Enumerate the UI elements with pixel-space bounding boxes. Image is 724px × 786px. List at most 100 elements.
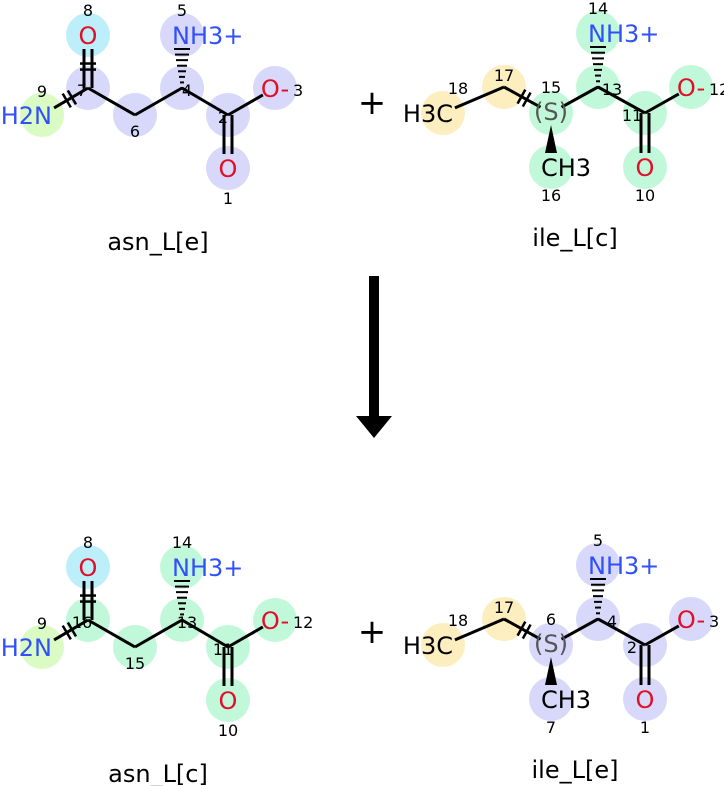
atom-C16-label: CH3 <box>541 154 591 182</box>
atom-C15-label: (S) <box>534 98 568 126</box>
atom-highlight <box>206 146 250 190</box>
atom-number: 10 <box>635 186 655 205</box>
atom-highlight <box>206 678 250 722</box>
atom-number: 4 <box>607 612 617 631</box>
atom-highlight <box>421 623 465 667</box>
bonds <box>454 46 680 153</box>
bonds <box>53 580 264 686</box>
atom-O3-label: O- <box>261 607 289 635</box>
bond-C11-O12 <box>644 624 680 647</box>
atom-C18-label: H3C <box>403 100 453 128</box>
atom-highlight <box>66 13 110 57</box>
atom-number: 6 <box>546 610 556 629</box>
atom-highlight <box>66 545 110 589</box>
atom-O12-label: O- <box>677 74 705 102</box>
atom-number: 7 <box>546 718 556 737</box>
atom-number: 17 <box>494 66 514 85</box>
bond-C15-C13 <box>560 85 599 109</box>
bond-C7-C6 <box>87 618 136 649</box>
atom-number: 9 <box>37 614 47 633</box>
plus-sign-products: + <box>358 612 387 652</box>
atom-number: 3 <box>709 612 719 631</box>
atom-number: 2 <box>218 108 228 127</box>
atom-N9-label: H2N <box>1 102 52 130</box>
bond-C6-C4 <box>134 618 183 649</box>
atom-O10-label: O <box>636 686 655 714</box>
bond-C4-C2 <box>181 618 229 649</box>
molecule-name: asn_L[e] <box>107 228 208 256</box>
bond-change-mark <box>61 92 72 109</box>
atom-highlight <box>669 65 713 109</box>
atom-N14-label: NH3+ <box>588 20 659 48</box>
atom-number: 8 <box>83 1 93 20</box>
atom-highlight <box>421 91 465 135</box>
atom-number: 5 <box>593 531 603 550</box>
atom-number: 17 <box>494 598 514 617</box>
atom-highlight <box>529 145 573 189</box>
molecule-name: asn_L[c] <box>108 760 208 786</box>
bond-C13-C11 <box>597 617 646 647</box>
bond-change-mark <box>61 624 72 641</box>
atom-number: 15 <box>541 78 561 97</box>
bond-C7-C6 <box>87 86 136 117</box>
atom-highlight <box>529 91 573 135</box>
atom-number: 13 <box>177 613 197 632</box>
atom-number: 16 <box>72 613 92 632</box>
atom-highlight <box>576 543 620 587</box>
atom-highlight <box>623 145 667 189</box>
bond-C4-C2 <box>181 86 229 117</box>
atom-N5-label: NH3+ <box>172 22 243 50</box>
bond-C2-O3 <box>227 625 264 649</box>
atom-number: 15 <box>125 654 145 673</box>
atom-number: 14 <box>172 533 192 552</box>
bonds <box>53 48 264 154</box>
bond-change-mark <box>66 89 78 105</box>
atom-number: 4 <box>182 81 192 100</box>
atom-number: 7 <box>77 81 87 100</box>
bonds <box>454 578 680 685</box>
atom-number: 1 <box>223 189 233 208</box>
plus-sign-reactants: + <box>358 83 387 123</box>
atom-O12-label: O- <box>677 606 705 634</box>
atom-number: 11 <box>213 640 233 659</box>
atom-number: 18 <box>448 611 468 630</box>
atom-highlight <box>529 623 573 667</box>
atom-number: 11 <box>622 106 642 125</box>
molecule-name: ile_L[c] <box>532 224 617 252</box>
atom-number: 8 <box>83 533 93 552</box>
atom-number: 3 <box>293 81 303 100</box>
atom-N9-label: H2N <box>1 634 52 662</box>
atom-number: 9 <box>37 82 47 101</box>
atom-N5-label: NH3+ <box>172 554 243 582</box>
atom-number: 5 <box>177 1 187 20</box>
atom-C16-label: CH3 <box>541 686 591 714</box>
bond-change-mark <box>516 89 527 105</box>
bond-C13-C11 <box>597 85 646 115</box>
bond-C18-C17 <box>454 617 505 642</box>
atom-C18-label: H3C <box>403 632 453 660</box>
atom-highlight <box>576 11 620 55</box>
bond-C2-O3 <box>227 93 264 117</box>
atom-highlight <box>160 13 204 57</box>
atom-highlight <box>20 93 64 137</box>
atom-highlight <box>160 545 204 589</box>
bond-C15-C13 <box>560 617 599 641</box>
atom-C15-label: (S) <box>534 630 568 658</box>
atom-highlight <box>669 597 713 641</box>
molecule-ile-L-c-: H3C1817(S)15CH31613NH3+1411O-12O10ile_L[… <box>403 0 724 252</box>
bond-C6-C4 <box>134 86 183 117</box>
molecule-name: ile_L[e] <box>532 756 619 784</box>
atom-O3-label: O- <box>261 75 289 103</box>
atom-number: 13 <box>602 80 622 99</box>
bond-C18-C17 <box>454 85 505 110</box>
bond-C15-C16 <box>545 125 557 153</box>
bond-C11-O12 <box>644 92 680 115</box>
atom-number: 2 <box>627 638 637 657</box>
bond-change-mark <box>66 621 78 637</box>
atom-highlight <box>623 677 667 721</box>
bond-change-mark <box>521 623 532 640</box>
